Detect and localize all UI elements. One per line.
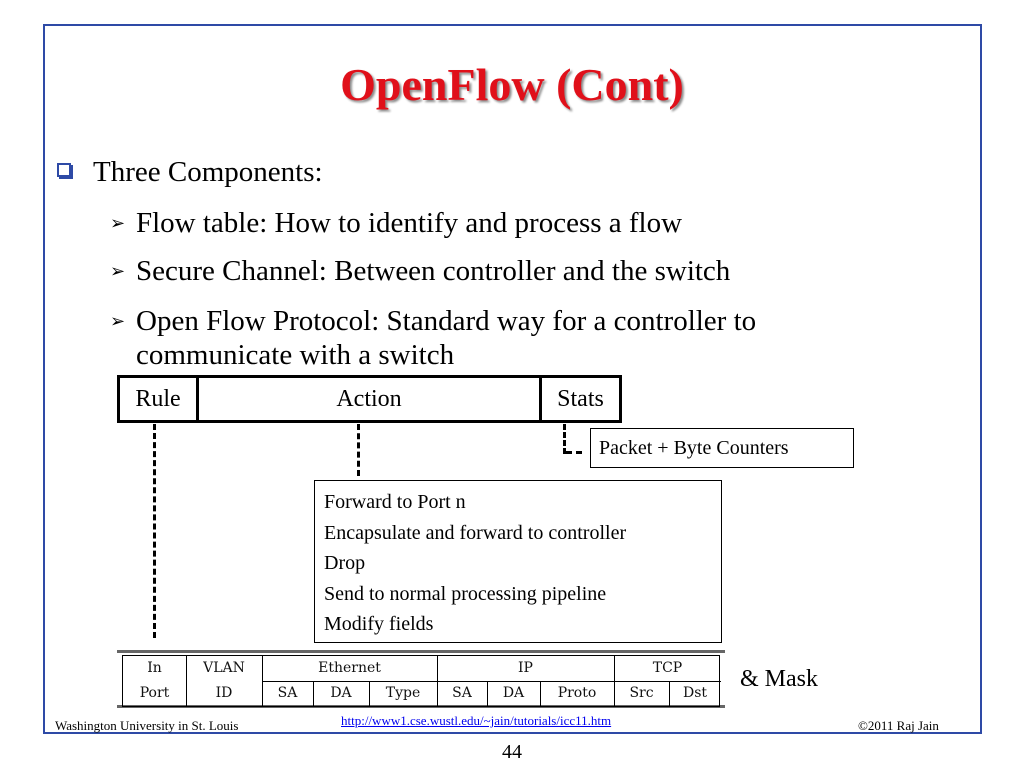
field-tcp: TCP xyxy=(652,660,683,676)
field-port: Port xyxy=(139,685,170,701)
action-item: Forward to Port n xyxy=(324,491,466,513)
stats-connector xyxy=(563,424,566,454)
field-vlan: VLAN xyxy=(203,660,245,676)
sub-bullet-flow-table: ➢ Flow table: How to identify and proces… xyxy=(110,206,910,240)
chevron-bullet-icon: ➢ xyxy=(110,261,126,281)
bullet-three-components: Three Components: xyxy=(55,155,323,189)
stats-connector-horizontal xyxy=(566,451,582,454)
sub-bullet-secure-channel: ➢ Secure Channel: Between controller and… xyxy=(110,254,910,288)
field-ip: IP xyxy=(518,660,533,676)
rule-cell: Rule xyxy=(120,378,199,420)
page-number: 44 xyxy=(502,741,522,763)
rule-connector xyxy=(153,424,156,638)
footer-copyright: ©2011 Raj Jain xyxy=(858,718,939,733)
square-bullet-icon xyxy=(57,163,71,177)
sub-bullet-text: Flow table: How to identify and process … xyxy=(136,207,683,239)
grid-line xyxy=(186,656,187,706)
counters-box: Packet + Byte Counters xyxy=(590,428,854,468)
field-eth-sa: SA xyxy=(277,685,298,701)
action-item: Send to normal processing pipeline xyxy=(324,582,607,605)
grid-line xyxy=(540,681,541,706)
sub-bullet-openflow-protocol: ➢ Open Flow Protocol: Standard way for a… xyxy=(110,304,910,372)
action-item: Modify fields xyxy=(324,613,434,635)
action-item: Encapsulate and forward to controller xyxy=(324,521,627,544)
footer-university: Washington University in St. Louis xyxy=(55,718,239,733)
field-ethernet: Ethernet xyxy=(318,660,381,676)
actions-box: Forward to Port n Encapsulate and forwar… xyxy=(314,480,722,643)
header-fields-table: In Port VLAN ID Ethernet IP TCP SA DA Ty… xyxy=(117,650,725,708)
grid-line xyxy=(262,681,721,682)
field-tcp-dst: Dst xyxy=(682,685,708,701)
field-ip-da: DA xyxy=(502,685,525,701)
bullet-text: Three Components: xyxy=(93,156,323,188)
flow-entry-header: Rule Action Stats xyxy=(117,375,622,423)
stats-cell: Stats xyxy=(557,386,604,412)
field-eth-type: Type xyxy=(385,685,421,701)
grid-line xyxy=(669,681,670,706)
sub-bullet-text: Secure Channel: Between controller and t… xyxy=(136,255,731,287)
grid-line xyxy=(487,681,488,706)
mask-label: & Mask xyxy=(740,666,818,692)
slide-title: OpenFlow (Cont) xyxy=(340,59,684,110)
field-eth-da: DA xyxy=(330,685,352,701)
action-item: Drop xyxy=(324,552,366,574)
sub-bullet-text: Open Flow Protocol: Standard way for a c… xyxy=(136,305,757,371)
grid-line xyxy=(369,681,370,706)
slide-frame xyxy=(43,24,982,734)
chevron-bullet-icon: ➢ xyxy=(110,311,126,331)
action-connector xyxy=(357,424,360,476)
footer-tutorial-link[interactable]: http://www1.cse.wustl.edu/~jain/tutorial… xyxy=(341,713,612,728)
field-ip-sa: SA xyxy=(452,685,472,701)
field-id: ID xyxy=(215,685,233,701)
header-fields-grid: In Port VLAN ID Ethernet IP TCP SA DA Ty… xyxy=(122,655,721,707)
grid-line xyxy=(313,681,314,706)
field-in: In xyxy=(147,660,162,676)
field-ip-proto: Proto xyxy=(557,685,597,701)
field-tcp-src: Src xyxy=(629,685,654,701)
chevron-bullet-icon: ➢ xyxy=(110,213,126,233)
action-cell: Action xyxy=(199,378,542,420)
